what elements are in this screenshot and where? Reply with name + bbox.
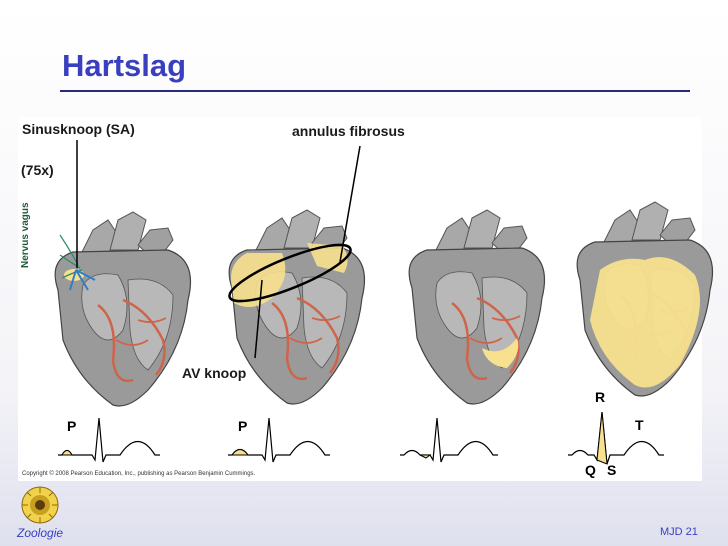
- slide-title: Hartslag: [62, 48, 187, 83]
- ecg-qrs-highlight: [596, 411, 608, 465]
- rate-label: (75x): [21, 162, 54, 178]
- heart-stage-3: [407, 208, 546, 406]
- annulus-label: annulus fibrosus: [292, 123, 405, 139]
- heart-stage-4: [575, 200, 714, 398]
- ecg-label-q: Q: [585, 462, 596, 478]
- footer-course-label: Zoologie: [17, 526, 64, 540]
- footer-slide-number: MJD 21: [660, 526, 698, 538]
- ecg-pr-highlight: [419, 454, 432, 459]
- ecg-label-s: S: [607, 462, 617, 478]
- ecg-p-highlight-2: [231, 449, 249, 456]
- ecg-p-highlight-1: [61, 450, 73, 456]
- ecg-traces: [58, 411, 664, 465]
- av-leader-line: [254, 279, 263, 359]
- annulus-ellipse: [228, 243, 352, 303]
- university-seal-icon: [21, 486, 59, 524]
- title-underline: [60, 90, 690, 92]
- annulus-leader-line: [339, 145, 361, 263]
- sa-node-label: Sinusknoop (SA): [22, 121, 135, 137]
- nervus-vagus-label: Nervus vagus: [20, 202, 31, 268]
- ecg-label-t: T: [635, 417, 644, 433]
- heart-stage-1: [53, 210, 192, 408]
- vagus-fibers: [59, 234, 96, 291]
- ecg-label-p2: P: [238, 418, 248, 434]
- copyright-notice: Copyright © 2008 Pearson Education, Inc.…: [22, 471, 256, 477]
- ecg-label-p1: P: [67, 418, 77, 434]
- ecg-label-r: R: [595, 389, 606, 405]
- heart-stage-2: [227, 208, 366, 406]
- av-node-label: AV knoop: [182, 365, 247, 381]
